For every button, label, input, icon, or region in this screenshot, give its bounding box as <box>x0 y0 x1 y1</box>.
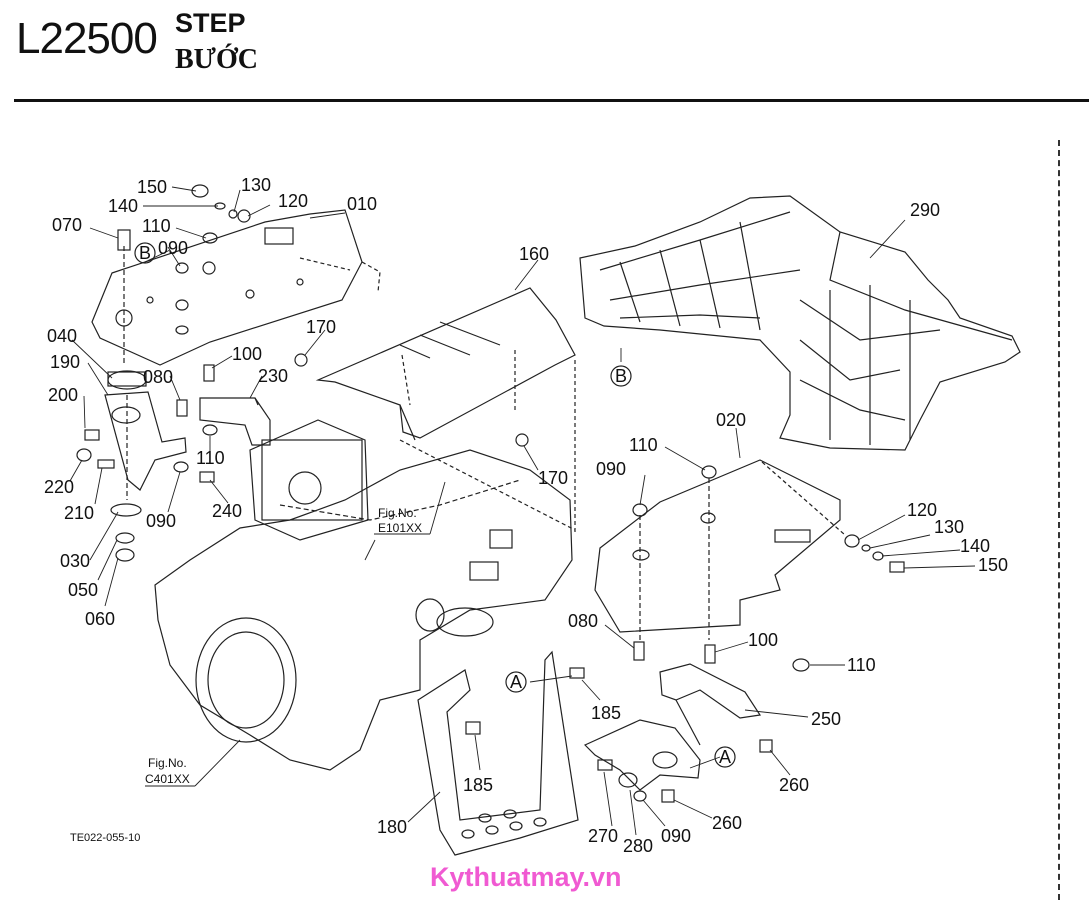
transmission-housing <box>154 419 573 771</box>
part-number: 280 <box>623 836 653 856</box>
part-number: 030 <box>60 551 90 571</box>
left-step-plate <box>91 209 381 366</box>
part-number: 110 <box>196 448 225 468</box>
part-number: 130 <box>934 517 964 537</box>
part-number: 140 <box>960 536 990 556</box>
part-number: 110 <box>847 655 876 675</box>
part-number: 090 <box>596 459 626 479</box>
part-number: 185 <box>463 775 493 795</box>
part-number: 260 <box>779 775 809 795</box>
part-number: 170 <box>306 317 336 337</box>
part-number: 020 <box>716 410 746 430</box>
part-number: 160 <box>519 244 549 264</box>
part-number: 080 <box>568 611 598 631</box>
watermark: Kythuatmay.vn <box>430 862 622 892</box>
support-bracket <box>583 719 701 791</box>
title-vietnamese: BƯỚC <box>175 44 258 75</box>
right-step-plate <box>594 459 846 640</box>
callout-a-left: A <box>510 672 522 692</box>
part-number: 210 <box>64 503 94 523</box>
bracket-250 <box>659 663 762 746</box>
part-number: 060 <box>85 609 115 629</box>
part-number: 050 <box>68 580 98 600</box>
part-number: 010 <box>347 194 377 214</box>
part-number: 070 <box>52 215 82 235</box>
figure-references: Fig.No. E101XX Fig.No. C401XX <box>145 506 422 786</box>
part-number: 120 <box>907 500 937 520</box>
model-code: L22500 <box>16 14 158 63</box>
bracket-230 <box>199 397 271 446</box>
hardware-fasteners <box>76 184 905 803</box>
reference-callouts: B B A A <box>134 242 736 768</box>
part-number: 040 <box>47 326 77 346</box>
part-number: 190 <box>50 352 80 372</box>
part-number: 090 <box>146 511 176 531</box>
callout-b-lower: B <box>615 366 627 386</box>
part-number: 290 <box>910 200 940 220</box>
part-number: 090 <box>661 826 691 846</box>
assembly-drawing <box>76 184 1021 856</box>
part-number: 230 <box>258 366 288 386</box>
part-numbers: 150 130 140 120 010 070 110 090 040 190 … <box>44 175 1008 856</box>
part-number: 185 <box>591 703 621 723</box>
part-number: 140 <box>108 196 138 216</box>
part-number: 180 <box>377 817 407 837</box>
center-cover-160 <box>315 287 576 535</box>
fig-ref-e-label: Fig.No. <box>378 506 417 520</box>
part-number: 250 <box>811 709 841 729</box>
part-number: 080 <box>143 367 173 387</box>
fig-ref-c-label: Fig.No. <box>148 756 187 770</box>
title-english: STEP <box>175 8 246 38</box>
header-rule <box>14 99 1089 102</box>
floor-mat-290 <box>579 195 1021 451</box>
fig-ref-e-number: E101XX <box>378 521 422 535</box>
step-assembly-180 <box>417 650 579 856</box>
callout-b-upper: B <box>139 243 151 263</box>
page-edge-dashed-line <box>1058 140 1060 900</box>
part-number: 150 <box>137 177 167 197</box>
part-number: 240 <box>212 501 242 521</box>
part-number: 110 <box>142 216 171 236</box>
fig-ref-c-number: C401XX <box>145 772 190 786</box>
leader-lines <box>69 186 976 836</box>
part-number: 270 <box>588 826 618 846</box>
bracket-and-bushing <box>104 229 187 562</box>
part-number: 260 <box>712 813 742 833</box>
part-number: 100 <box>232 344 262 364</box>
part-number: 120 <box>278 191 308 211</box>
part-number: 100 <box>748 630 778 650</box>
part-number: 220 <box>44 477 74 497</box>
part-number: 130 <box>241 175 271 195</box>
part-number: 110 <box>629 435 658 455</box>
part-number: 170 <box>538 468 568 488</box>
part-number: 150 <box>978 555 1008 575</box>
part-number: 090 <box>158 238 188 258</box>
callout-a-right: A <box>719 747 731 767</box>
part-number: 200 <box>48 385 78 405</box>
drawing-code: TE022-055-10 <box>70 832 141 844</box>
